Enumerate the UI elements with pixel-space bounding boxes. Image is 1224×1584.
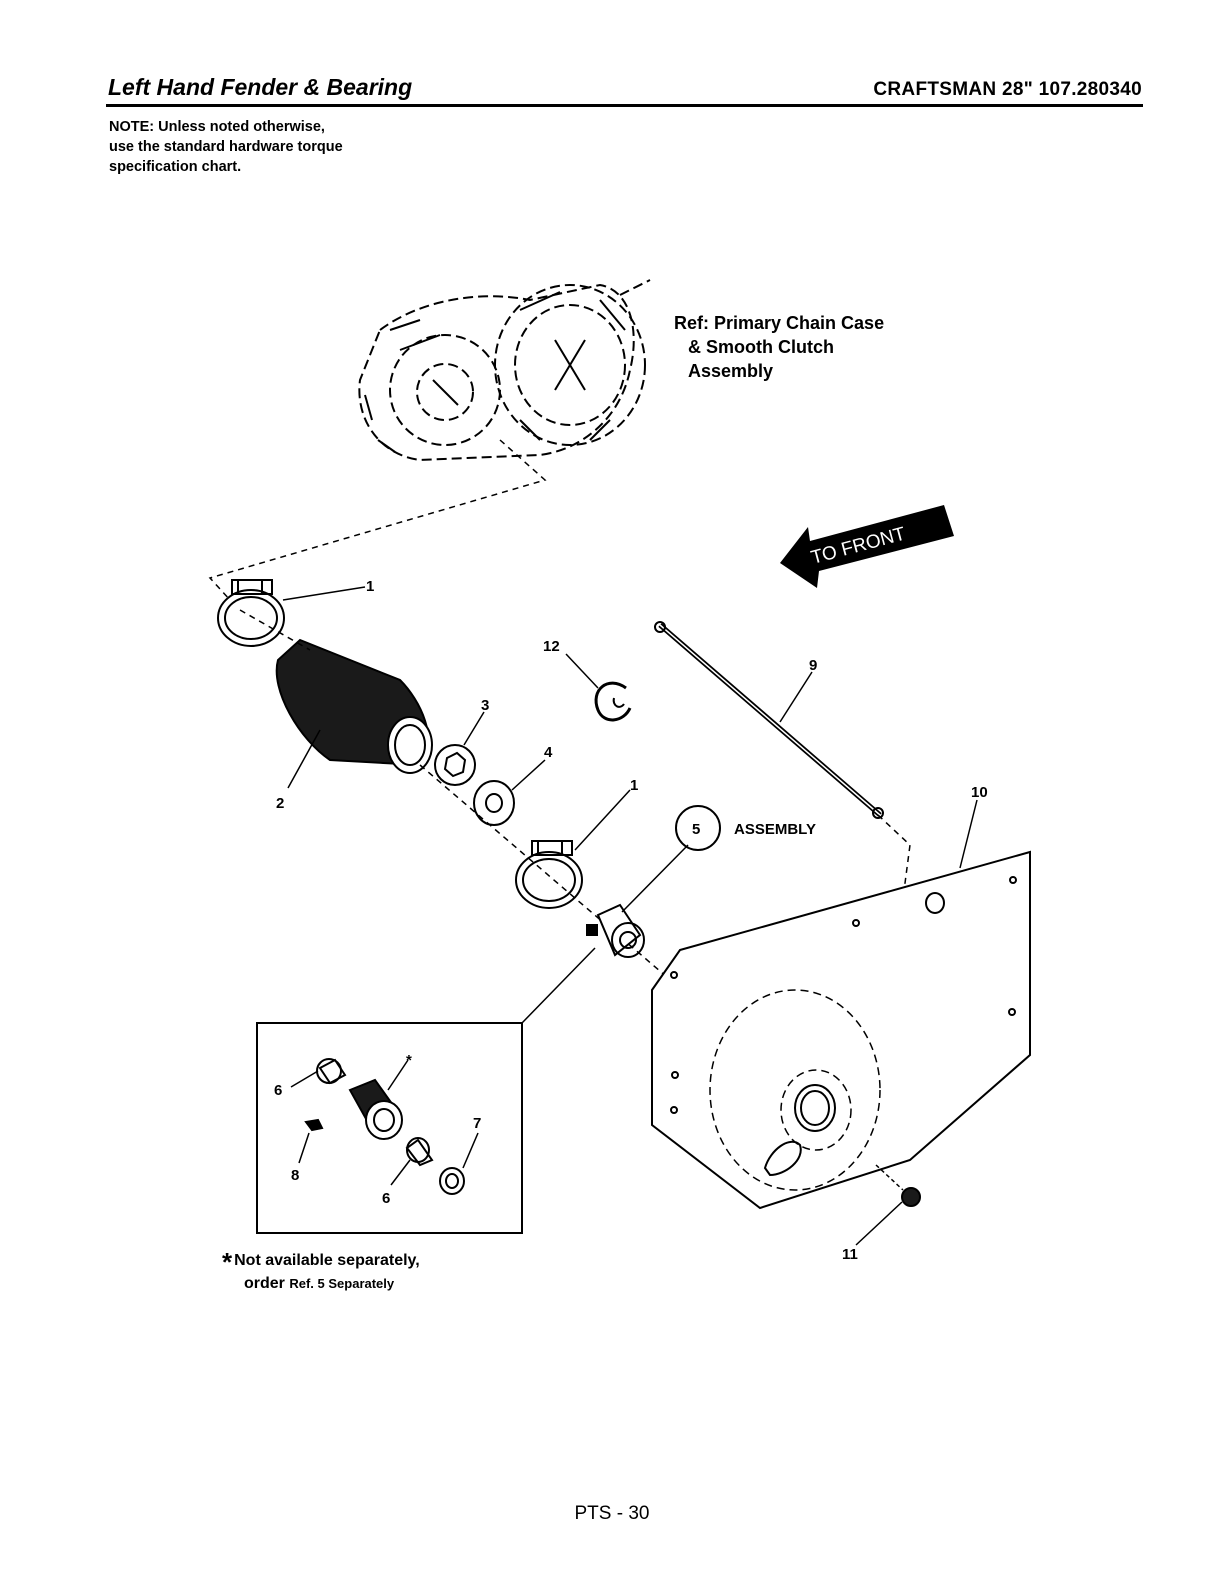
footnote: *Not available separately, order Ref. 5 … — [222, 1247, 420, 1295]
note-line-2: use the standard hardware torque — [109, 139, 343, 155]
footnote-order: order — [244, 1275, 285, 1292]
footnote-ref: Ref. 5 Separately — [289, 1276, 395, 1291]
page-number: PTS - 30 — [574, 1503, 650, 1524]
hex-washer-part-3 — [434, 744, 476, 786]
nut-part-11 — [875, 1164, 921, 1207]
reference-note: Ref: Primary Chain Case & Smooth Clutch … — [674, 311, 884, 383]
chain-case-hatching — [364, 291, 626, 453]
callout-1-upper: 1 — [366, 578, 374, 595]
model-label: CRAFTSMAN 28" 107.280340 — [873, 79, 1142, 100]
callout-11: 11 — [842, 1246, 858, 1263]
callout-leaders — [282, 586, 978, 1246]
assembly-label: ASSEMBLY — [734, 821, 816, 838]
callout-8: 8 — [291, 1167, 299, 1184]
assembly-detail-box — [256, 1022, 523, 1234]
callout-9: 9 — [809, 657, 817, 674]
callout-3: 3 — [481, 697, 489, 714]
detail-parts — [304, 1058, 465, 1195]
callout-6-upper: 6 — [274, 1082, 282, 1099]
flat-washer-part-4 — [473, 780, 515, 826]
note-line-1: NOTE: Unless noted otherwise, — [109, 119, 325, 135]
note-line-3: specification chart. — [109, 159, 242, 175]
assembly-5-circle — [675, 805, 721, 851]
bearing-assembly-part-5 — [586, 903, 645, 958]
assembly-axis — [239, 609, 881, 1161]
callout-1-lower: 1 — [630, 777, 638, 794]
footnote-line-1: Not available separately, — [234, 1252, 420, 1269]
callout-6-lower: 6 — [382, 1190, 390, 1207]
page-title: Left Hand Fender & Bearing — [108, 74, 413, 100]
reference-line-1: Ref: Primary Chain Case — [674, 313, 885, 333]
clamp-part-1-upper — [217, 579, 285, 647]
reference-line-2: & Smooth Clutch — [688, 337, 834, 357]
callout-2: 2 — [276, 795, 284, 812]
clamp-part-1-lower — [515, 840, 583, 909]
bellows-boot-part-2 — [275, 638, 433, 774]
callout-star: * — [406, 1052, 412, 1069]
callout-numbers: 1 2 3 4 1 12 9 10 11 6 8 6 7 * — [274, 578, 988, 1263]
callout-4: 4 — [544, 744, 553, 761]
retaining-ring-part-12 — [594, 681, 632, 722]
fender-plate-part-10 — [651, 850, 1031, 1210]
callout-12: 12 — [543, 638, 560, 655]
assembly-line-rod — [869, 814, 911, 1151]
torque-note: NOTE: Unless noted otherwise, use the st… — [109, 117, 343, 177]
detail-leader — [521, 947, 596, 1024]
rod-part-9 — [654, 621, 884, 819]
title-rule — [106, 104, 1143, 107]
to-front-arrow: TO FRONT — [780, 505, 954, 588]
callout-10: 10 — [971, 784, 988, 801]
assembly-line-top — [208, 439, 547, 601]
reference-line-3: Assembly — [688, 361, 774, 381]
footnote-star: * — [222, 1247, 233, 1277]
callout-7: 7 — [473, 1115, 481, 1132]
assembly-number: 5 — [692, 821, 700, 838]
